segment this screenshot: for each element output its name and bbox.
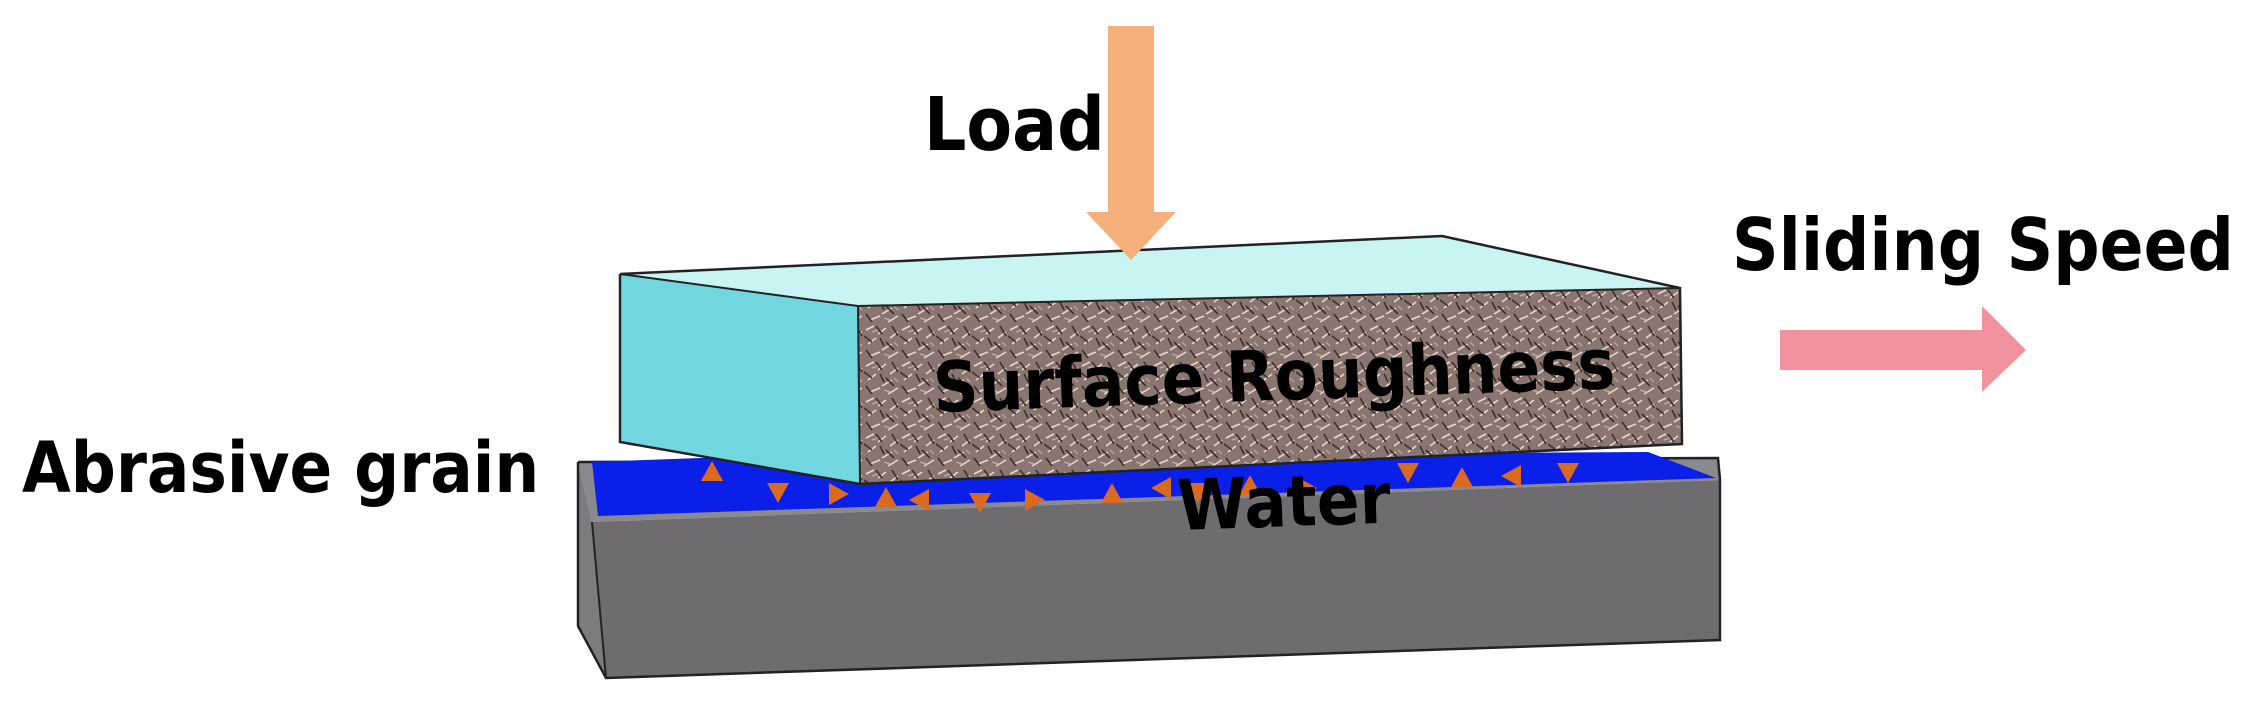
triangle-icon bbox=[1187, 483, 1209, 503]
triangle-icon bbox=[1239, 475, 1261, 495]
triangle-icon bbox=[1101, 483, 1123, 503]
abrasive-grains bbox=[701, 461, 1579, 513]
abrasive-grain-label: Abrasive grain bbox=[22, 427, 539, 509]
upper-block-top bbox=[620, 236, 1680, 306]
triangle-icon bbox=[701, 461, 723, 481]
upper-block-left-face bbox=[620, 274, 860, 484]
upper-block-front-face bbox=[858, 288, 1682, 484]
arrow-down-icon bbox=[1086, 26, 1176, 260]
arrow-right-icon bbox=[1780, 306, 2026, 392]
upper-block bbox=[618, 234, 1684, 486]
triangle-icon bbox=[1151, 477, 1171, 499]
sliding-speed-label: Sliding Speed bbox=[1732, 203, 2234, 287]
lower-block-left-face bbox=[578, 462, 606, 678]
lower-block-front-face bbox=[592, 480, 1720, 678]
triangle-icon bbox=[1501, 465, 1521, 487]
triangle-icon bbox=[1025, 489, 1045, 511]
triangle-icon bbox=[875, 487, 897, 507]
triangle-icon bbox=[909, 489, 929, 511]
triangle-icon bbox=[1557, 463, 1579, 483]
water-label: Water bbox=[1176, 458, 1392, 547]
triangle-icon bbox=[767, 483, 789, 503]
triangle-icon bbox=[1297, 477, 1317, 499]
triangle-icon bbox=[1451, 467, 1473, 487]
load-label: Load bbox=[924, 82, 1105, 168]
triangle-icon bbox=[829, 483, 849, 505]
triangle-icon bbox=[1397, 463, 1419, 483]
triangle-icon bbox=[969, 493, 991, 513]
